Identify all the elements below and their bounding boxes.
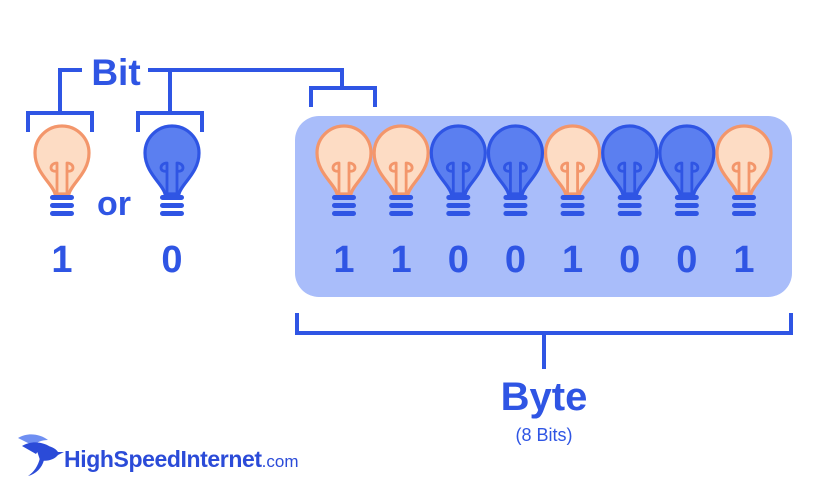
byte-bit-on-bulb: [372, 124, 430, 216]
bit-example-value: 0: [161, 239, 182, 281]
byte-bit-value: 1: [333, 239, 354, 281]
byte-bit-off-bulb: [429, 124, 487, 216]
byte-bit-value: 0: [619, 239, 640, 281]
bit-title: Bit: [91, 52, 140, 93]
brand-name-text: HighSpeedInternet: [64, 446, 262, 472]
byte-bit-value: 0: [505, 239, 526, 281]
bit-example-value: 1: [51, 239, 72, 281]
hummingbird-logo-icon: [18, 434, 64, 476]
byte-bit-on-bulb: [315, 124, 373, 216]
byte-bracket: [295, 313, 793, 369]
byte-bit-value: 0: [676, 239, 697, 281]
byte-bit-value: 1: [733, 239, 754, 281]
brand-name: HighSpeedInternet.com: [64, 446, 299, 473]
byte-bit-value: 1: [562, 239, 583, 281]
byte-subtitle: (8 Bits): [515, 425, 572, 445]
bit-example-off-bulb: [143, 124, 201, 216]
byte-bit-off-bulb: [601, 124, 659, 216]
bit-bracket: [26, 68, 377, 132]
brand-logo: HighSpeedInternet.com: [14, 426, 344, 482]
or-label: or: [97, 185, 131, 223]
byte-bit-off-bulb: [658, 124, 716, 216]
brand-suffix: .com: [261, 452, 299, 471]
byte-bit-on-bulb: [715, 124, 773, 216]
byte-bit-off-bulb: [486, 124, 545, 216]
byte-bit-value: 1: [391, 239, 412, 281]
byte-title: Byte: [501, 375, 588, 419]
bit-example-on-bulb: [33, 124, 91, 216]
byte-bit-value: 0: [448, 239, 469, 281]
byte-bit-on-bulb: [543, 124, 602, 216]
